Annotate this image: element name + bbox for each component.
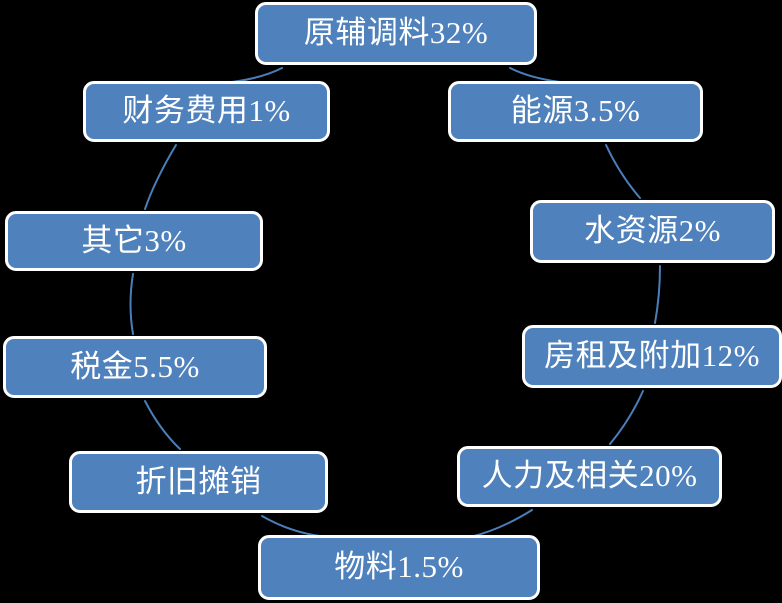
node-label: 其它3% — [81, 222, 187, 258]
node-labor-related[interactable]: 人力及相关20% — [457, 446, 722, 507]
connector-rent-surcharge-to-labor-related — [609, 390, 644, 445]
node-label: 税金5.5% — [70, 348, 200, 384]
connector-other-to-tax — [129, 273, 134, 335]
node-label: 折旧摊销 — [135, 463, 262, 499]
connector-energy-to-water-resource — [605, 144, 641, 199]
node-label: 水资源2% — [584, 213, 721, 249]
node-depreciation[interactable]: 折旧摊销 — [69, 451, 328, 513]
node-other[interactable]: 其它3% — [5, 211, 263, 271]
connector-raw-materials-to-finance-cost — [231, 67, 283, 83]
connector-finance-cost-to-other — [144, 144, 177, 210]
connector-depreciation-to-supplies — [261, 515, 321, 537]
node-label: 原辅调料32% — [303, 15, 489, 51]
node-water-resource[interactable]: 水资源2% — [530, 200, 775, 263]
node-tax[interactable]: 税金5.5% — [3, 336, 267, 398]
connector-labor-related-to-supplies — [469, 509, 533, 538]
connector-water-resource-to-rent-surcharge — [654, 265, 661, 324]
node-label: 能源3.5% — [510, 93, 641, 129]
node-finance-cost[interactable]: 财务费用1% — [83, 81, 330, 142]
node-label: 房租及附加12% — [544, 338, 760, 374]
node-label: 人力及相关20% — [481, 458, 698, 494]
node-raw-materials[interactable]: 原辅调料32% — [255, 2, 537, 65]
node-supplies[interactable]: 物料1.5% — [258, 535, 540, 600]
connector-raw-materials-to-energy — [509, 67, 561, 83]
connector-tax-to-depreciation — [144, 400, 181, 450]
node-label: 财务费用1% — [122, 93, 291, 129]
node-label: 物料1.5% — [334, 549, 464, 585]
node-energy[interactable]: 能源3.5% — [448, 81, 703, 142]
node-rent-surcharge[interactable]: 房租及附加12% — [522, 325, 782, 388]
